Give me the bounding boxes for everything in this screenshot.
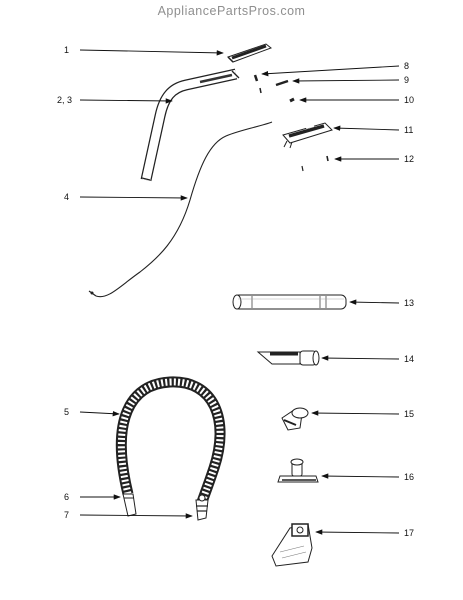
leader-2-3 [79, 98, 173, 104]
part-7-hose-connector [195, 494, 209, 521]
watermark-text: AppliancePartsPros.com [157, 4, 306, 18]
callout-label-6: 6 [64, 492, 69, 502]
callout-label-15: 15 [404, 409, 414, 419]
callout-label-11: 11 [404, 125, 413, 135]
part-5-hose [115, 376, 226, 504]
leader-11 [333, 125, 400, 131]
part-15-dusting-brush [281, 407, 309, 431]
callout-label-8: 8 [404, 61, 409, 71]
leader-5 [79, 410, 120, 417]
callout-label-2-3: 2, 3 [57, 95, 72, 105]
part-2-3-wand-handle [140, 68, 240, 182]
part-10-clip [289, 97, 295, 103]
part-13-extension-wand [232, 294, 347, 310]
leader-14 [321, 355, 400, 361]
callout-label-16: 16 [404, 472, 414, 482]
callout-label-17: 17 [404, 528, 414, 538]
callout-label-12: 12 [404, 154, 414, 164]
leader-17 [315, 529, 400, 535]
part-1-nozzle [227, 43, 273, 63]
leader-9 [292, 78, 400, 84]
part-12-screw [301, 155, 329, 172]
callout-label-10: 10 [404, 95, 414, 105]
callout-label-14: 14 [404, 354, 414, 364]
callout-label-13: 13 [404, 298, 414, 308]
leader-13 [349, 299, 400, 305]
leader-8 [261, 65, 400, 77]
part-16-upholstery-tool [277, 458, 319, 483]
leader-15 [311, 410, 400, 416]
part-11-switch-housing [282, 122, 333, 149]
callout-label-5: 5 [64, 407, 69, 417]
leader-1 [79, 49, 224, 56]
part-8-screw [253, 74, 262, 94]
callout-label-7: 7 [64, 510, 69, 520]
part-14-crevice-tool [256, 350, 320, 366]
leader-4 [79, 195, 188, 201]
leader-7 [79, 513, 193, 519]
part-6-hose-end [122, 493, 137, 517]
part-9-spring [275, 79, 289, 87]
part-4-cord [88, 121, 273, 298]
callout-label-4: 4 [64, 192, 69, 202]
leader-16 [321, 473, 400, 479]
callout-label-9: 9 [404, 75, 409, 85]
callout-label-1: 1 [64, 45, 69, 55]
part-17-dust-bag [271, 523, 313, 567]
